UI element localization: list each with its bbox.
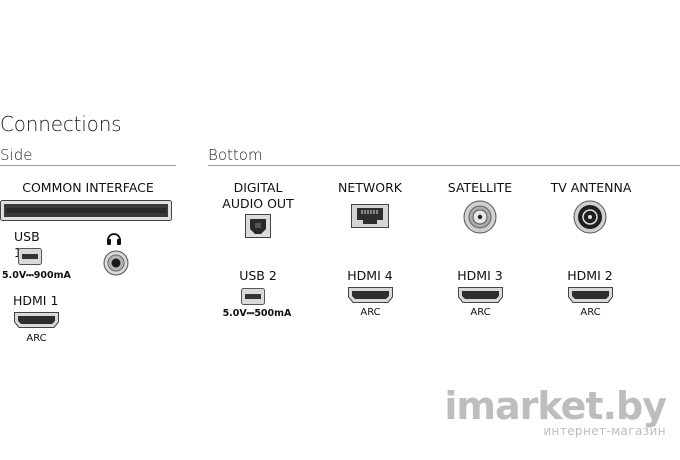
satellite-coax-port-icon [463,200,497,238]
hdmi3-arc-label: ARC [470,307,491,318]
hdmi3-port-icon [458,287,503,307]
usb2-spec: 5.0V⎓500mA [222,308,292,319]
section-bottom-title: Bottom [208,146,263,164]
side-divider [0,165,176,166]
digital-audio-out-label-line1: DIGITAL [233,180,283,195]
network-label: NETWORK [338,180,402,195]
hdmi4-port-icon [348,287,393,307]
watermark-logo: imarket.by интернет-магазин [444,384,667,438]
bottom-divider [208,165,680,166]
watermark-tagline: интернет-магазин [543,424,666,438]
watermark-brand: imarket.by [444,384,667,428]
hdmi4-arc-label: ARC [360,307,381,318]
hdmi2-label: HDMI 2 [567,268,613,283]
hdmi2-port-icon [568,287,613,307]
usb2-port-icon [241,288,265,309]
page-title: Connections [0,112,122,136]
audio-jack-icon [103,250,129,280]
hdmi2-arc-label: ARC [580,307,601,318]
ethernet-port-icon [351,204,389,232]
hdmi3-label: HDMI 3 [457,268,503,283]
satellite-label: SATELLITE [447,180,513,195]
common-interface-label: COMMON INTERFACE [22,180,154,195]
usb2-label: USB 2 [239,268,277,283]
section-side-title: Side [0,146,33,164]
usb1-port-icon [18,248,42,269]
hdmi1-port-icon [14,312,59,332]
usb1-spec: 5.0V⎓900mA [2,270,71,281]
hdmi4-label: HDMI 4 [347,268,393,283]
usb1-label: USB 1 [14,229,40,260]
tv-antenna-coax-port-icon [573,200,607,238]
hdmi1-label: HDMI 1 [13,293,59,308]
hdmi1-arc-label: ARC [26,333,47,344]
optical-port-icon [245,214,271,242]
common-interface-slot-icon [0,200,172,225]
tv-antenna-label: TV ANTENNA [550,180,632,195]
headphones-icon [106,230,122,250]
digital-audio-out-label-line2: AUDIO OUT [222,196,294,211]
